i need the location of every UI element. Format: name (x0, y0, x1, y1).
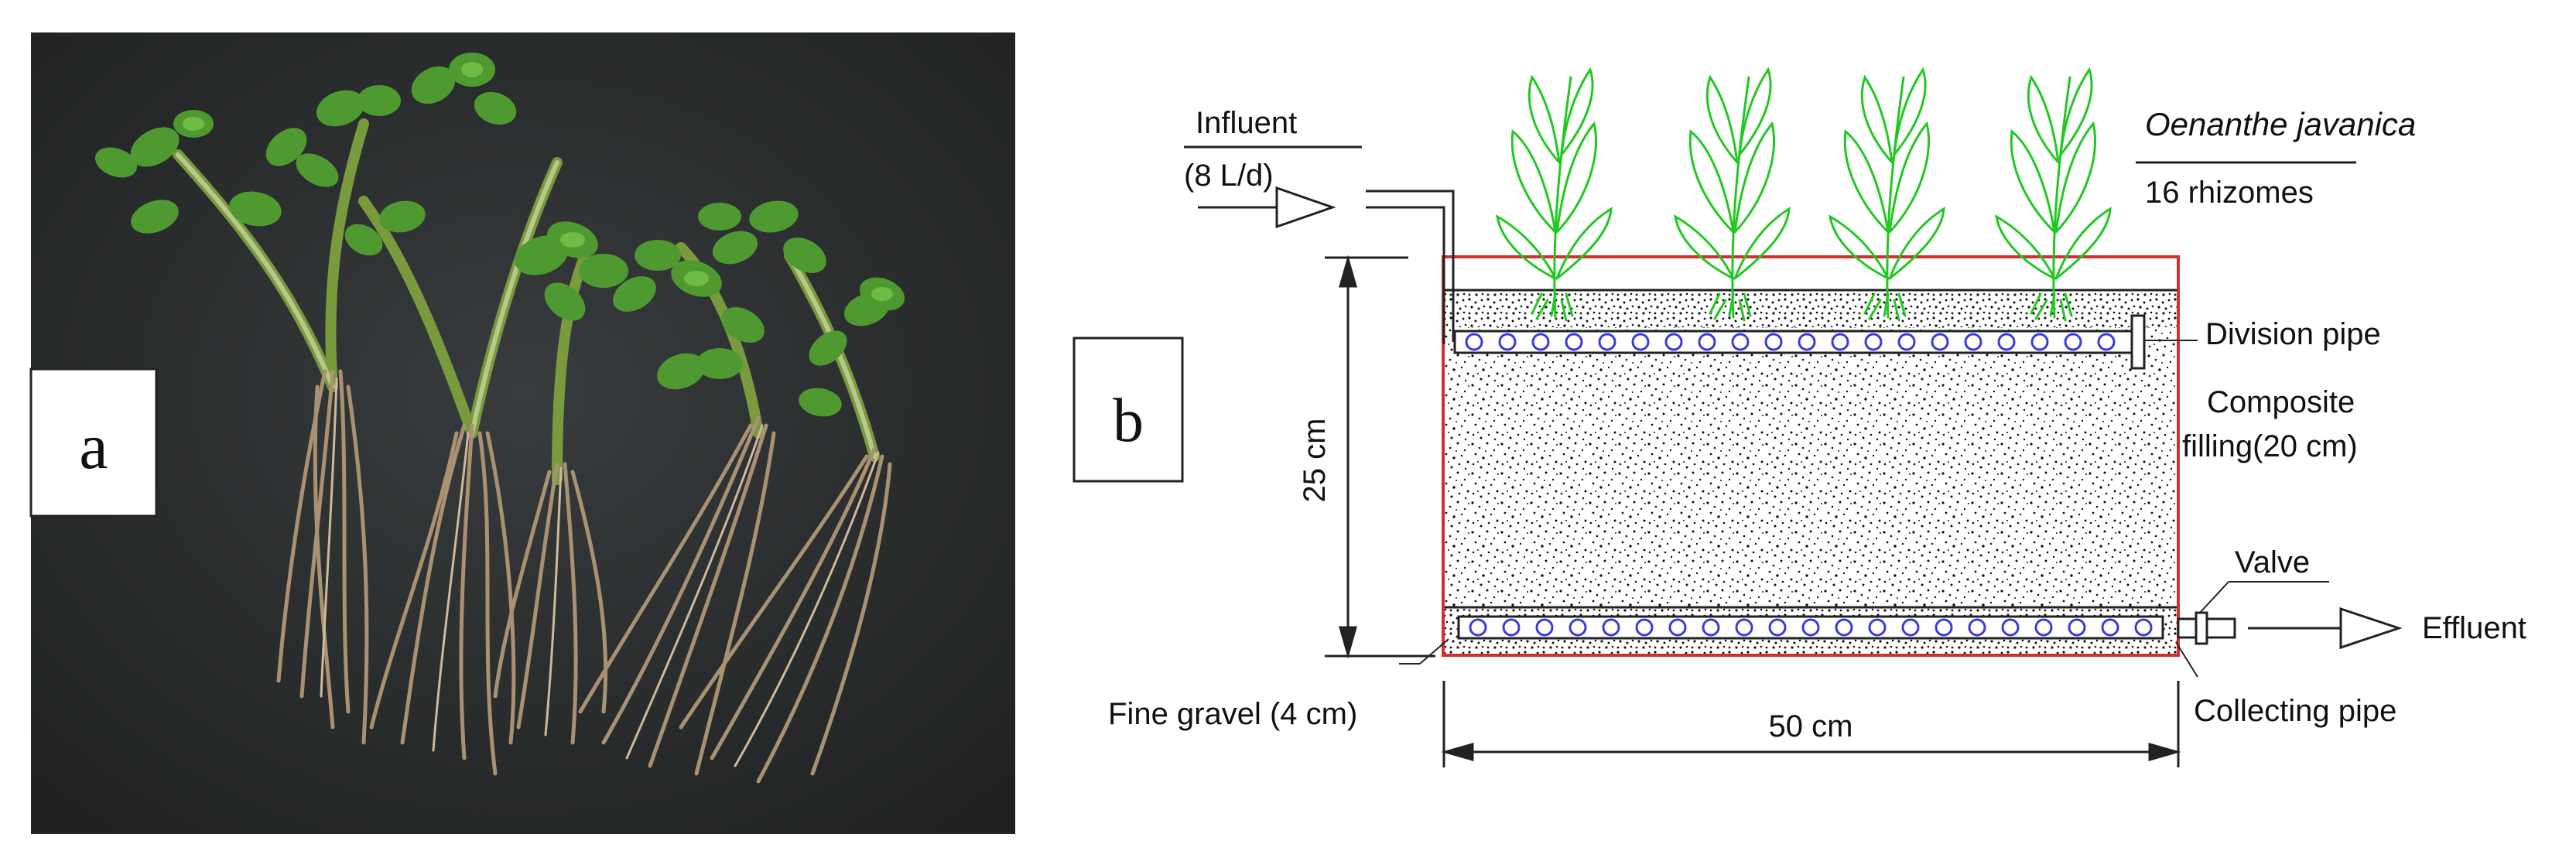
tank (1442, 255, 2180, 657)
panel-b-label-box (1072, 337, 1184, 483)
plant-sketches (1495, 67, 2112, 322)
panel-a: a (29, 32, 1015, 834)
height-dimension (1325, 255, 1435, 659)
panel-a-label: a (79, 411, 108, 483)
plant-sketch-4 (1994, 67, 2112, 322)
plant-sketch-1 (1495, 67, 1613, 322)
plant-roots (276, 369, 892, 784)
division-pipe (1453, 314, 2146, 370)
plant-leaves (94, 53, 905, 417)
division-pipe-label: Division pipe (2205, 317, 2381, 351)
plant-photo (94, 53, 905, 784)
collecting-pipe-label: Collecting pipe (2194, 694, 2396, 728)
panel-b: b (1072, 67, 2526, 767)
influent-rate: (8 L/d) (1184, 159, 1274, 193)
rhizomes-label: 16 rhizomes (2145, 176, 2314, 210)
valve-label: Valve (2235, 545, 2310, 579)
division-pipe-holes (1465, 333, 2116, 351)
composite-filling-label-2: filling(20 cm) (2182, 429, 2358, 463)
width-label: 50 cm (1769, 709, 1853, 743)
collecting-pipe (1457, 611, 2236, 645)
tank-outline (1442, 255, 2180, 657)
fine-gravel-label: Fine gravel (4 cm) (1108, 697, 1357, 731)
width-dimension (1441, 681, 2181, 767)
panel-b-label: b (1113, 387, 1144, 455)
influent-arrow (1198, 186, 1336, 229)
valve (2195, 611, 2208, 645)
influent-pipe (1366, 190, 1455, 344)
panel-a-label-box (29, 367, 158, 518)
plant-sketch-3 (1828, 67, 1945, 322)
collecting-pipe-holes (1469, 618, 2153, 637)
plant-sketch-2 (1673, 67, 1791, 322)
composite-filling-label-1: Composite (2207, 385, 2355, 419)
species-label: Oenanthe javanica (2145, 106, 2416, 142)
height-label: 25 cm (1298, 419, 1332, 503)
influent-label: Influent (1196, 106, 1297, 140)
effluent-label: Effluent (2422, 611, 2526, 645)
effluent-arrow (2248, 607, 2403, 650)
